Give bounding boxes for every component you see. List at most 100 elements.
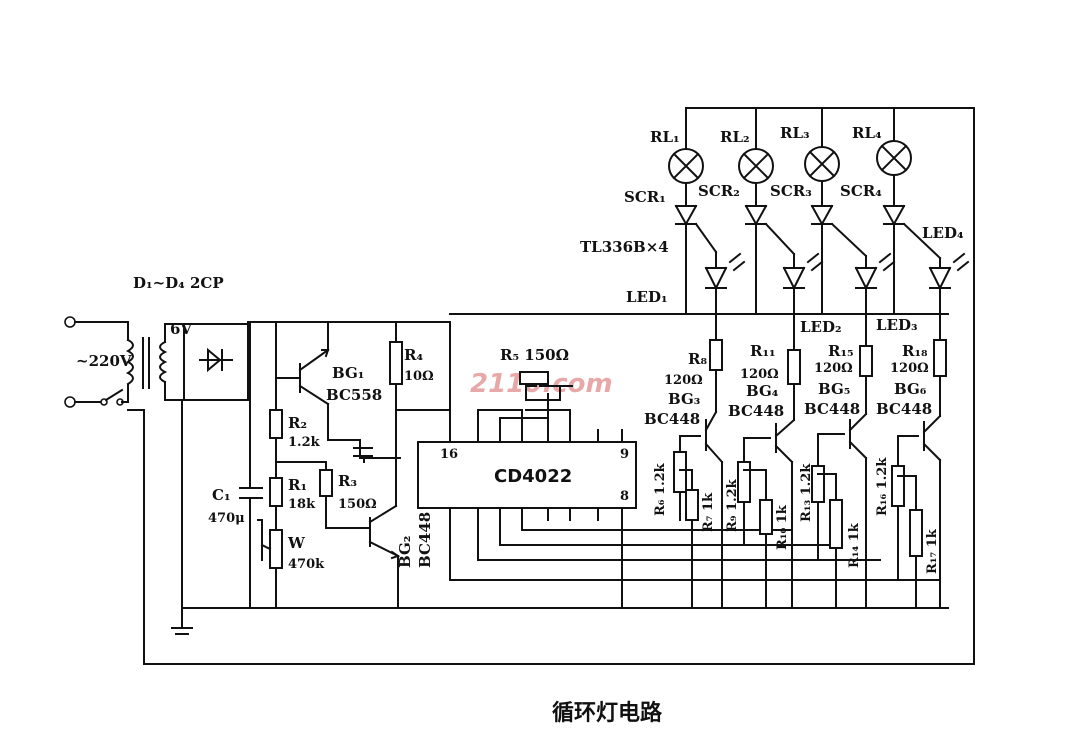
- c1-value: 470μ: [208, 511, 245, 526]
- bridge-rectifier: [183, 323, 249, 401]
- resistor-r14: [829, 499, 843, 549]
- transistor-bg5: [817, 412, 868, 609]
- rl4-label: RL₄: [852, 124, 882, 142]
- diodes-label: D₁~D₄ 2CP: [133, 274, 224, 292]
- scr1-label: SCR₁: [624, 188, 666, 206]
- coupling-capacitor: [353, 439, 401, 463]
- resistor-r7: [685, 489, 699, 521]
- r3-value-shown: 150Ω: [338, 497, 377, 512]
- scr1: [674, 204, 698, 315]
- resistor-r10: [759, 499, 773, 535]
- transistor-bg4: [743, 418, 796, 609]
- channel-4: [876, 107, 970, 609]
- led2: [782, 253, 806, 341]
- secondary-voltage-label: 6V: [170, 320, 192, 338]
- resistor-r6: [673, 451, 687, 493]
- channel-2: [737, 107, 824, 609]
- r17-label: R₁₇ 1k: [925, 528, 940, 574]
- capacitor-c1: [239, 321, 263, 609]
- scr3: [810, 204, 834, 315]
- bg4-type: BC448: [728, 402, 784, 420]
- r13-label: R₁₃ 1.2k: [799, 463, 814, 522]
- ic-cd4022: [417, 321, 941, 609]
- resistor-r8: [709, 339, 723, 371]
- r3-label: R₃: [338, 472, 357, 490]
- resistor-r2: [269, 409, 283, 439]
- timing-network: [239, 321, 327, 609]
- ac-terminal-bottom: [64, 396, 76, 408]
- ic-label: CD4022: [494, 466, 572, 487]
- r8-value: 120Ω: [664, 373, 703, 388]
- resistor-r1: [269, 477, 283, 507]
- bg3-type: BC448: [644, 410, 700, 428]
- transistor-bg2: [368, 409, 400, 609]
- r10-label: R₁₀ 1k: [775, 504, 790, 550]
- potentiometer-w: [269, 529, 283, 569]
- rl1-label: RL₁: [650, 128, 680, 146]
- w-label: W: [287, 534, 306, 552]
- pin9-label: 9: [620, 447, 629, 462]
- r7-label: R₇ 1k: [701, 492, 716, 532]
- led3: [854, 255, 878, 341]
- scr2-label: SCR₂: [698, 182, 740, 200]
- r18-label: R₁₈: [902, 342, 928, 360]
- led3-label: LED₃: [876, 316, 918, 334]
- led1-label: LED₁: [626, 288, 668, 306]
- resistor-r15: [859, 345, 873, 377]
- resistor-r4: [389, 341, 403, 385]
- resistor-r16: [891, 465, 905, 507]
- bg3-label: BG₃: [668, 390, 700, 408]
- r18-value: 120Ω: [890, 361, 929, 376]
- resistor-r11: [787, 349, 801, 385]
- r9-label: R₉ 1.2k: [725, 478, 740, 532]
- transistor-bg6: [897, 414, 942, 609]
- w-value: 470k: [288, 557, 325, 572]
- bg5-type: BC448: [804, 400, 860, 418]
- scr4-label: SCR₄: [840, 182, 882, 200]
- bg5-label: BG₅: [818, 380, 850, 398]
- r2-value: 1.2k: [288, 435, 321, 450]
- bg6-label: BG₆: [894, 380, 927, 398]
- ac-source-label: ~220V: [76, 352, 132, 370]
- led4-label: LED₄: [922, 224, 964, 242]
- r11-label: R₁₁: [750, 342, 776, 360]
- bg1-type: BC558: [326, 386, 382, 404]
- r14-label: R₁₄ 1k: [847, 522, 862, 568]
- r4-value: 10Ω: [404, 369, 434, 384]
- transformer-core: [142, 337, 150, 389]
- led1: [704, 251, 728, 321]
- r2-label: R₂: [288, 414, 307, 432]
- resistor-r18: [933, 339, 947, 377]
- bg4-label: BG₄: [746, 382, 779, 400]
- r4-label: R₄: [404, 346, 423, 364]
- rl3-label: RL₃: [780, 124, 810, 142]
- scr3-label: SCR₃: [770, 182, 812, 200]
- scr2: [744, 204, 768, 315]
- tl336b-label: TL336B×4: [580, 238, 669, 256]
- resistor-r3: [319, 469, 333, 497]
- diagram-caption: 循环灯电路: [552, 700, 663, 726]
- r1-value: 18k: [288, 497, 316, 512]
- r1-label: R₁: [288, 476, 307, 494]
- bg2-label: BG₂: [396, 536, 414, 568]
- bg1-label: BG₁: [332, 364, 364, 382]
- pin16-label: 16: [440, 447, 458, 462]
- resistor-r17: [909, 509, 923, 557]
- transformer-primary: [125, 338, 134, 386]
- ic-body: [417, 441, 637, 509]
- driver-stage: [319, 409, 401, 609]
- channel-3: [804, 107, 896, 609]
- bg2-type: BC448: [416, 512, 434, 568]
- led2-label: LED₂: [800, 318, 842, 336]
- transistor-bg3: [679, 410, 724, 609]
- bg6-type: BC448: [876, 400, 932, 418]
- r15-value: 120Ω: [814, 361, 853, 376]
- scr4: [882, 204, 906, 315]
- rl2-label: RL₂: [720, 128, 750, 146]
- r6-label: R₆ 1.2k: [653, 462, 668, 516]
- power-supply: [64, 316, 949, 635]
- r15-label: R₁₅: [828, 342, 854, 360]
- r16-label: R₁₆ 1.2k: [875, 457, 890, 516]
- r8-label: R₈: [688, 350, 707, 368]
